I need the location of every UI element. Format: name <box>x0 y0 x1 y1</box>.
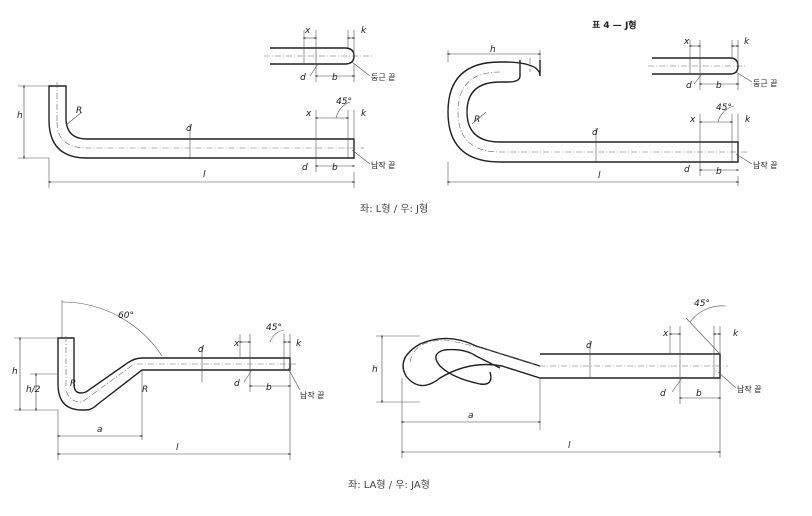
label-60: 60° <box>118 311 134 321</box>
label-b: b <box>716 81 722 91</box>
label-l: l <box>598 171 601 181</box>
label-d: d <box>684 165 690 175</box>
label-h: h <box>12 367 18 377</box>
label-b: b <box>716 167 722 177</box>
label-45: 45° <box>266 323 282 333</box>
label-r: R <box>70 379 76 389</box>
label-d: d <box>660 389 666 399</box>
label-k: k <box>733 329 739 339</box>
label-r: R <box>76 106 82 116</box>
label-d: d <box>686 81 692 91</box>
ja-type-drawing: h d 45° x k b d 납작 끝 a l <box>372 299 762 458</box>
label-45: 45° <box>694 299 710 309</box>
note-chamfer-end: 납작 끝 <box>371 160 396 170</box>
note-round-end: 둥근 끝 <box>753 79 778 88</box>
label-diameter: d <box>198 345 204 355</box>
label-x: x <box>689 115 696 125</box>
label-h-half: h/2 <box>26 385 41 395</box>
label-a: a <box>468 411 474 421</box>
label-x: x <box>662 329 669 339</box>
label-b: b <box>696 389 702 399</box>
label-r: R <box>142 385 148 395</box>
label-diameter: d <box>186 124 192 134</box>
l-type-round-end-detail: x k b d 둥근 끝 <box>264 26 396 83</box>
label-h: h <box>17 111 23 121</box>
label-h: h <box>490 45 496 55</box>
label-l: l <box>176 443 179 453</box>
label-k: k <box>745 115 751 125</box>
label-l: l <box>568 441 571 451</box>
j-type-round-end-detail: x k b d 둥근 끝 <box>648 37 778 91</box>
label-d: d <box>234 379 240 389</box>
label-x: x <box>233 339 240 349</box>
label-diameter: d <box>586 341 592 351</box>
label-b: b <box>332 73 338 83</box>
label-k: k <box>744 37 750 47</box>
note-chamfer-end: 납작 끝 <box>737 384 762 394</box>
label-x: x <box>304 26 311 36</box>
label-d: d <box>300 73 306 83</box>
label-d: d <box>302 163 308 173</box>
la-type-drawing: 60° h h/2 R R d x k 45° b d <box>12 300 325 460</box>
label-r: R <box>474 115 480 125</box>
label-b: b <box>266 383 272 393</box>
label-diameter: d <box>592 128 598 138</box>
note-chamfer-end: 납작 끝 <box>753 160 778 170</box>
label-x: x <box>683 37 690 47</box>
note-round-end: 둥근 끝 <box>371 73 396 82</box>
label-k: k <box>296 339 302 349</box>
label-45: 45° <box>336 97 352 107</box>
label-a: a <box>97 425 103 435</box>
table-title: 표 4 — J형 <box>592 19 637 31</box>
label-h: h <box>372 365 378 375</box>
label-k: k <box>361 109 367 119</box>
label-b: b <box>332 163 338 173</box>
label-l: l <box>203 170 206 180</box>
caption-bottom: 좌: LA형 / 우: JA형 <box>348 479 430 491</box>
note-chamfer-end: 납작 끝 <box>300 390 325 400</box>
caption-top: 좌: L형 / 우: J형 <box>360 203 428 215</box>
label-45: 45° <box>716 103 732 113</box>
label-x: x <box>305 109 312 119</box>
label-k: k <box>361 26 367 36</box>
l-type-drawing: x k b d 둥근 끝 h R d x <box>17 26 396 188</box>
j-type-drawing: x k b d 둥근 끝 h R d x k <box>446 37 778 186</box>
